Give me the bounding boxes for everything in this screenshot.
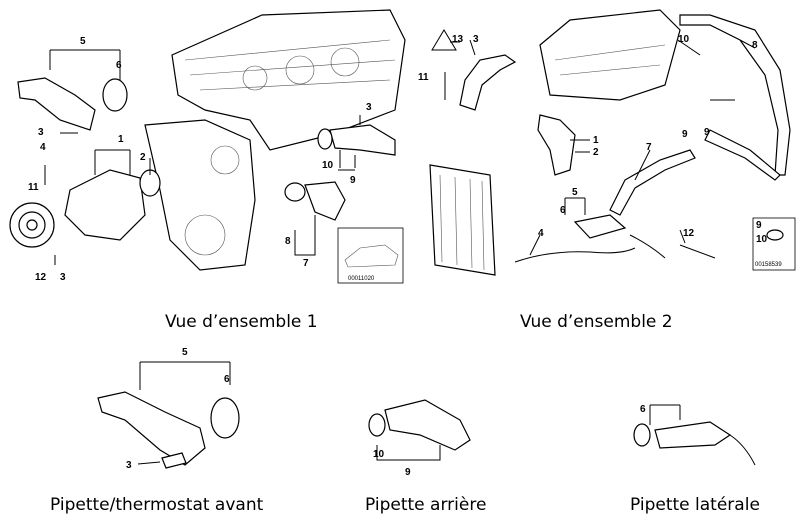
rear-pipe <box>317 124 396 156</box>
label-5: 5 <box>182 347 188 358</box>
label-6: 6 <box>560 205 566 216</box>
ref-number-2: 00158539 <box>755 262 782 268</box>
label-9b: 9 <box>704 127 710 138</box>
label-6: 6 <box>116 60 122 71</box>
label-1: 1 <box>593 135 599 146</box>
ref-number-1: 00011020 <box>348 276 375 282</box>
pulley <box>9 202 55 248</box>
label-7: 7 <box>646 142 652 153</box>
label-6: 6 <box>640 404 646 415</box>
caption-side-pipe: Pipette latérale <box>630 495 760 515</box>
engine-head <box>539 9 681 101</box>
strap-12 <box>679 244 716 259</box>
label-10b: 10 <box>756 234 768 245</box>
thermostat-elbow <box>17 77 128 131</box>
label-3: 3 <box>126 460 132 471</box>
label-3c: 3 <box>366 102 372 113</box>
label-3a: 3 <box>38 127 44 138</box>
hose-2 <box>537 114 576 176</box>
rear-pipe-detail: 10 9 <box>368 399 471 478</box>
label-7: 7 <box>303 258 309 269</box>
label-4: 4 <box>40 142 46 153</box>
label-9: 9 <box>350 175 356 186</box>
side-pipe-detail: 6 <box>633 404 756 466</box>
label-11: 11 <box>418 72 429 83</box>
timing-cover <box>144 119 256 271</box>
label-10a: 10 <box>678 34 690 45</box>
hose-7 <box>609 149 696 216</box>
label-8: 8 <box>285 236 291 247</box>
lower-pipe <box>284 181 346 221</box>
side-gasket <box>633 423 651 447</box>
caption-view-2: Vue d’ensemble 2 <box>520 312 673 332</box>
car-thumbnail <box>337 227 404 284</box>
caption-rear-pipe: Pipette arrière <box>365 495 487 515</box>
label-11: 11 <box>28 182 39 193</box>
rear-pipe-part <box>384 399 471 451</box>
caption-front-pipe: Pipette/thermostat avant <box>50 495 264 515</box>
label-5: 5 <box>80 36 86 47</box>
label-6: 6 <box>224 374 230 385</box>
label-9: 9 <box>405 467 411 478</box>
label-12: 12 <box>35 272 47 283</box>
side-pipe-part <box>654 421 732 449</box>
label-4: 4 <box>538 228 544 239</box>
label-10: 10 <box>373 449 385 460</box>
label-1: 1 <box>118 134 124 145</box>
overview-1-diagram: 5 6 3 1 2 4 11 12 3 3 10 9 8 7 00011020 <box>9 9 406 284</box>
label-9c: 9 <box>756 220 762 231</box>
front-bolt <box>161 452 187 469</box>
label-13: 13 <box>452 34 464 45</box>
water-pump <box>64 169 161 241</box>
front-pipe-detail: 5 6 3 <box>97 347 240 471</box>
hose-8-branch <box>704 129 781 181</box>
front-gasket <box>210 397 240 439</box>
caption-view-1: Vue d’ensemble 1 <box>165 312 318 332</box>
label-3b: 3 <box>60 272 66 283</box>
front-elbow-part <box>97 391 206 466</box>
overview-2-diagram: 13 3 11 1 2 5 6 4 7 10 8 9 9 12 9 10 001… <box>418 9 796 276</box>
label-9a: 9 <box>682 129 688 140</box>
label-12: 12 <box>683 228 695 239</box>
inset-box <box>752 217 796 271</box>
label-10: 10 <box>322 160 334 171</box>
warning-triangle-icon <box>431 29 457 51</box>
rear-gasket <box>368 413 386 437</box>
label-2: 2 <box>140 152 146 163</box>
label-3: 3 <box>473 34 479 45</box>
hose-3 <box>459 54 517 111</box>
label-2: 2 <box>593 147 599 158</box>
label-5: 5 <box>572 187 578 198</box>
line-4 <box>514 247 636 263</box>
pipe-5 <box>573 214 627 239</box>
label-8: 8 <box>752 40 758 51</box>
radiator <box>429 164 496 276</box>
